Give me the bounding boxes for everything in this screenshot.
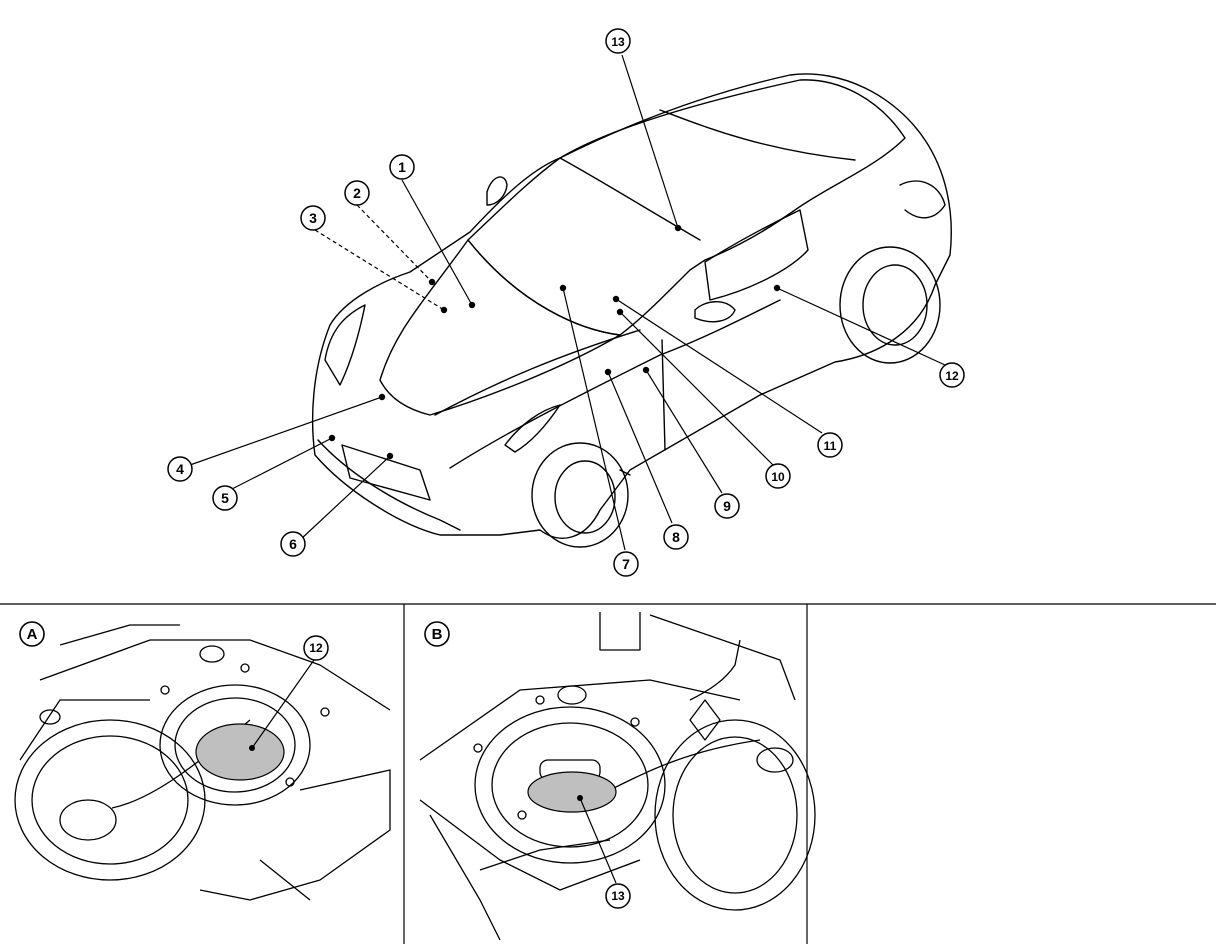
panel-b-leader [577, 795, 617, 884]
rear-wheel [839, 246, 941, 364]
svg-text:3: 3 [309, 210, 317, 226]
rear-glass-line [659, 109, 856, 161]
car-overview [311, 73, 952, 548]
leader-dots [328, 224, 781, 460]
callout-2: 2 [344, 180, 370, 206]
svg-text:9: 9 [723, 498, 731, 514]
svg-text:13: 13 [611, 35, 625, 49]
callout-1: 1 [389, 154, 415, 180]
svg-text:A: A [27, 626, 38, 643]
svg-text:6: 6 [289, 536, 297, 552]
right-mirror [694, 301, 736, 323]
fuel-level-sensor-unit-b [527, 771, 617, 813]
svg-text:1: 1 [398, 159, 406, 175]
svg-text:12: 12 [945, 369, 959, 383]
side-window [704, 209, 809, 301]
front-grille [341, 444, 431, 501]
panel-a-leader [249, 659, 315, 751]
callout-12: 12 [939, 362, 965, 388]
windshield-outline [467, 79, 906, 336]
rear-wheel-rim [862, 264, 928, 346]
detail-panel-a: A 12 [14, 621, 391, 901]
svg-text:B: B [432, 626, 443, 643]
svg-text:11: 11 [824, 439, 837, 453]
callout-7: 7 [613, 551, 639, 577]
svg-text:13: 13 [611, 889, 625, 903]
left-headlight [324, 304, 366, 386]
callout-8: 8 [663, 524, 689, 550]
hood-outline [379, 239, 621, 416]
svg-text:7: 7 [622, 556, 630, 572]
callout-13: 13 [605, 28, 631, 54]
callout-11: 11 [817, 432, 843, 458]
front-wheel [531, 442, 629, 548]
front-bumper [317, 439, 461, 531]
panel-a-callout: 12 [303, 635, 329, 661]
callout-6: 6 [280, 531, 306, 557]
svg-text:10: 10 [771, 470, 785, 484]
panel-b-callout: 13 [605, 883, 631, 909]
hood-crease [434, 329, 641, 416]
callout-10: 10 [765, 463, 791, 489]
rear-tail [899, 180, 946, 219]
svg-text:2: 2 [353, 185, 361, 201]
front-wheel-rim [554, 460, 616, 534]
fender-line [449, 299, 781, 469]
door-line [619, 339, 666, 476]
callout-9: 9 [714, 493, 740, 519]
svg-text:4: 4 [176, 461, 184, 477]
leader-lines [189, 54, 946, 551]
right-headlight [504, 404, 561, 453]
panel-b-label: B [424, 621, 450, 647]
detail-panel-b: B [419, 612, 816, 941]
left-mirror [486, 176, 508, 206]
svg-text:5: 5 [221, 490, 229, 506]
callout-3: 3 [300, 205, 326, 231]
car-body-outline [311, 73, 952, 539]
callout-4: 4 [167, 456, 193, 482]
callout-5: 5 [212, 485, 238, 511]
callouts: 1 2 3 4 5 6 7 8 [167, 28, 965, 577]
svg-text:8: 8 [672, 529, 680, 545]
fuel-level-sensor-unit-a [195, 723, 285, 781]
svg-text:12: 12 [309, 641, 323, 655]
panel-a-label: A [19, 621, 45, 647]
